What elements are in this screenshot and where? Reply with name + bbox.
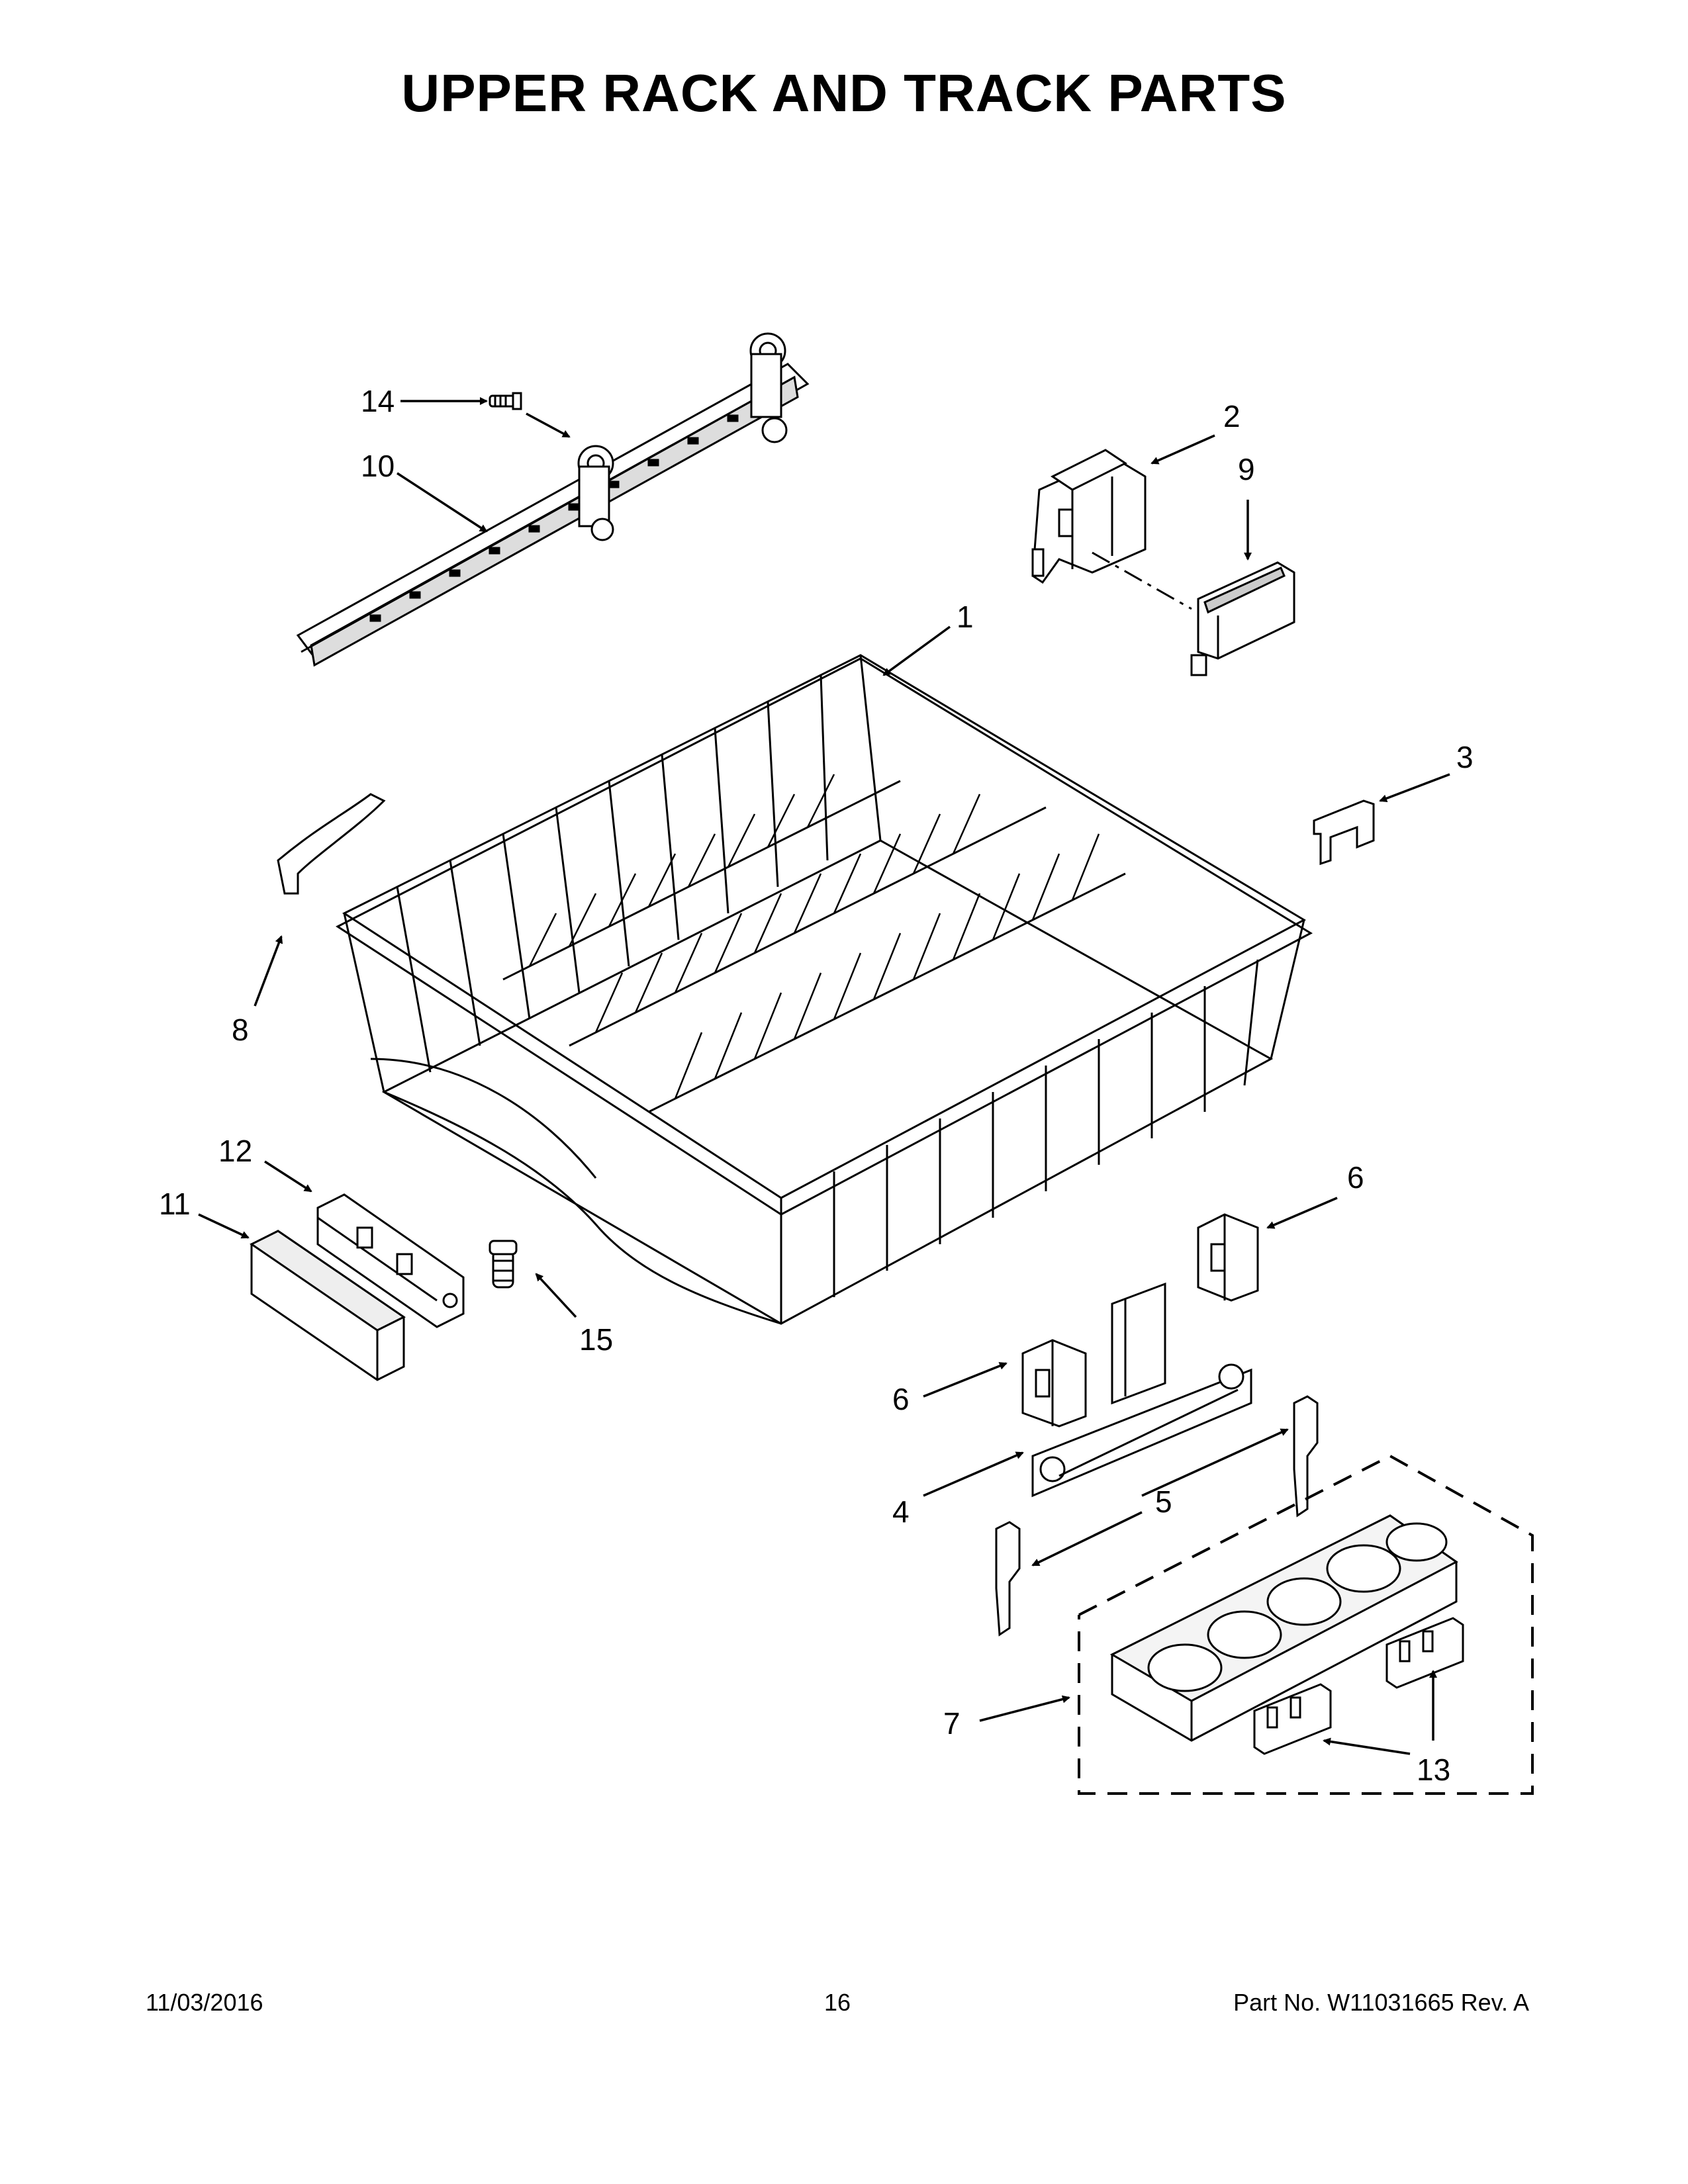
clip-part-13-a <box>1253 1683 1332 1755</box>
callout-10: 10 <box>361 449 395 483</box>
clip-part-13-b <box>1385 1617 1464 1689</box>
callout-12: 12 <box>218 1134 252 1168</box>
callout-9: 9 <box>1238 452 1255 486</box>
clip-part-6-lower <box>1021 1339 1087 1428</box>
clip-part-6-upper <box>1197 1213 1259 1302</box>
footer-date: 11/03/2016 <box>146 1989 263 2016</box>
upper-rack-part-1 <box>336 654 1313 1325</box>
track-rail <box>296 332 810 667</box>
dash-line-2-9 <box>1092 551 1192 610</box>
callout-15: 15 <box>579 1322 613 1357</box>
handle-part-11 <box>250 1230 406 1381</box>
clip-part-3 <box>1313 799 1375 866</box>
callout-7: 7 <box>943 1706 961 1741</box>
slide-part-5-left <box>995 1521 1021 1637</box>
callout-13: 13 <box>1417 1752 1450 1787</box>
slide-part-5-right <box>1293 1395 1319 1518</box>
page-title: UPPER RACK AND TRACK PARTS <box>401 64 1287 122</box>
callout-5: 5 <box>1155 1484 1172 1519</box>
leader-lines <box>198 397 1450 1755</box>
cup-shelf-assembly-part-7 <box>1078 1454 1534 1795</box>
clip-part-8 <box>277 793 386 895</box>
cover-part-9 <box>1190 561 1295 676</box>
callout-1: 1 <box>957 600 974 634</box>
footer-page-number: 16 <box>824 1989 851 2016</box>
adjuster-part-4 <box>1031 1282 1252 1498</box>
callout-11: 11 <box>159 1187 191 1221</box>
callout-6-lower: 6 <box>892 1382 910 1416</box>
screw-part-14 <box>489 392 522 410</box>
bracket-part-2 <box>1031 449 1147 584</box>
callout-3: 3 <box>1456 740 1474 774</box>
handle-bracket-part-12 <box>316 1193 465 1328</box>
callout-2: 2 <box>1223 399 1241 433</box>
callout-4: 4 <box>892 1494 910 1529</box>
footer-part-info: Part No. W11031665 Rev. A <box>1233 1989 1529 2016</box>
callout-6-upper: 6 <box>1347 1160 1364 1195</box>
callout-14: 14 <box>361 384 395 418</box>
callout-8: 8 <box>232 1013 249 1047</box>
screw-part-15 <box>489 1240 518 1289</box>
